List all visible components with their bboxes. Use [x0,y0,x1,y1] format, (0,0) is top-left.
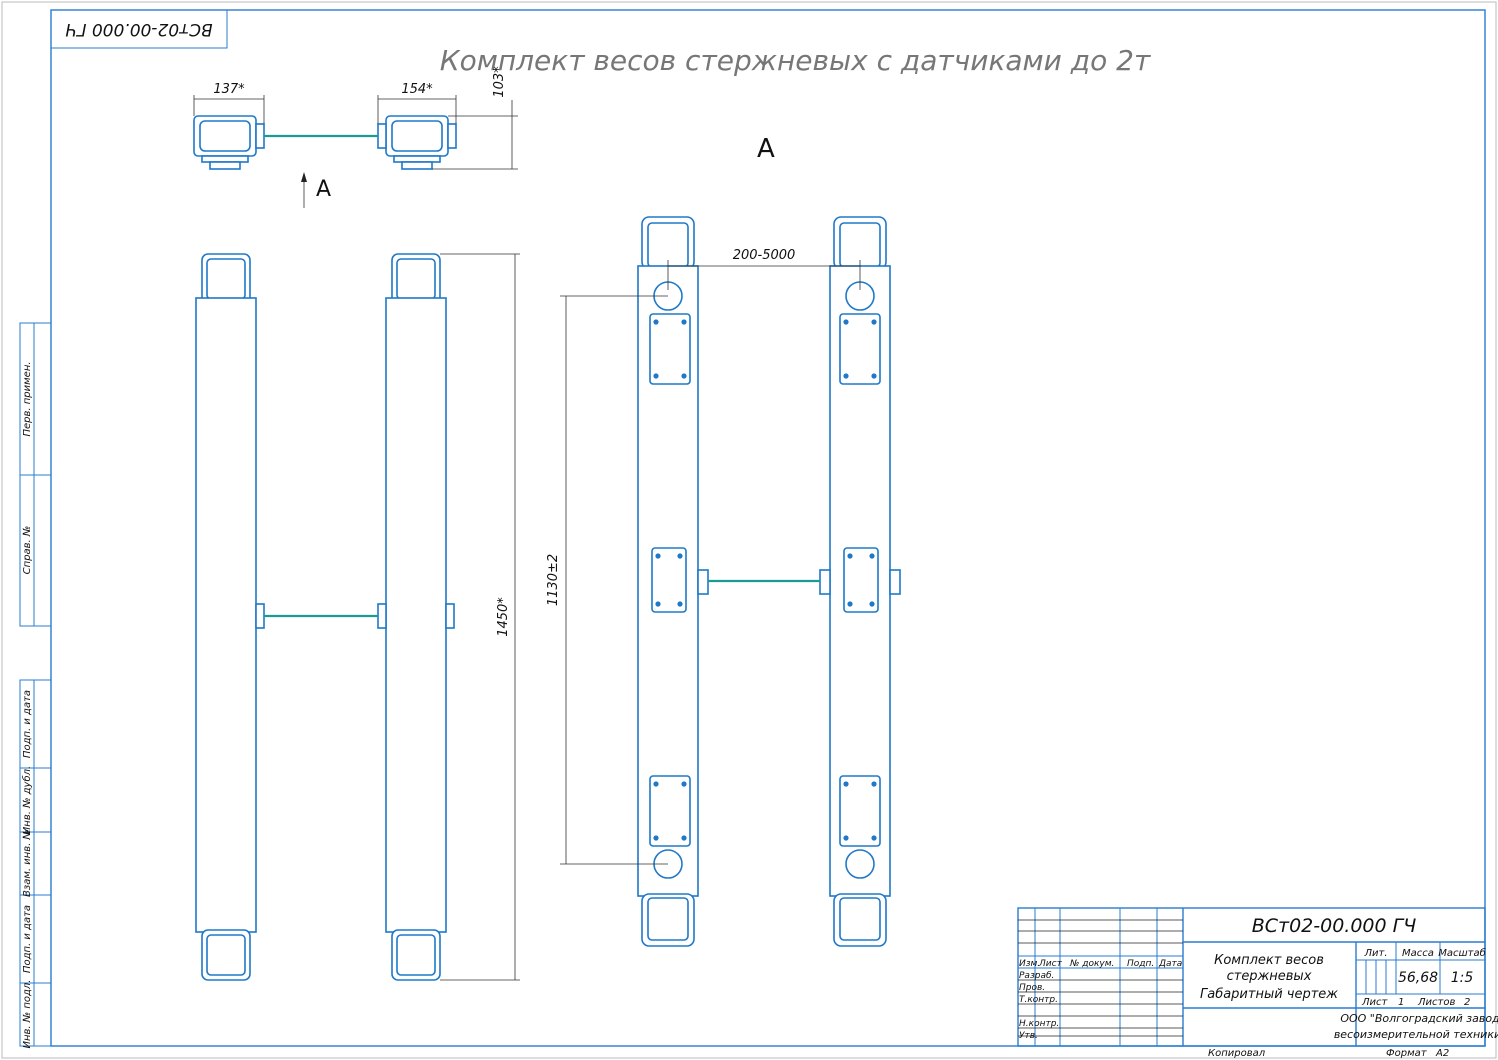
drawing-frame [50,9,1486,1047]
dim-span: 200-5000 [733,248,796,263]
tb-name-1: Комплект весов [1214,953,1324,968]
tb-sheets: 2 [1464,997,1470,1008]
dim-103: 103* [492,66,507,98]
tb-org-2: весоизмерительной техники" [1334,1028,1498,1041]
side-label-sprav: Справ. № [22,526,33,575]
view-label: А [757,134,775,164]
tb-org-1: ООО "Волгоградский завод [1340,1012,1498,1025]
side-label-podp1: Подп. и дата [22,690,33,758]
side-registration-table: Перв. примен. Справ. № Подп. и дата Инв.… [19,322,52,1049]
tb-name-2: стержневых [1227,969,1312,984]
side-label-podp2: Подп. и дата [22,905,33,973]
tb-mass-label: Масса [1402,948,1434,959]
code-stamp: ВСт02-00.000 ГЧ [50,9,228,49]
col-doc: № докум. [1069,959,1114,969]
dim-1130: 1130±2 [546,554,561,606]
view-a: 200-5000 1130±2 [546,216,901,947]
col-list: Лист [1038,959,1063,969]
col-izm: Изм. [1019,959,1040,969]
title-block: Изм. Лист № докум. Подп. Дата Разраб. Пр… [1017,907,1498,1059]
row-prov: Пров. [1019,983,1045,993]
side-label-inv-dubl: Инв. № дубл. [21,766,33,834]
front-view: 1450* [195,253,520,981]
dim-137: 137* [213,82,245,97]
col-date: Дата [1158,959,1182,969]
code-stamp-text: ВСт02-00.000 ГЧ [65,19,213,39]
drawing-title: Комплект весов стержневых с датчиками до… [440,44,1151,77]
tb-scale: 1:5 [1451,970,1474,986]
tb-designation: ВСт02-00.000 ГЧ [1252,915,1417,937]
side-label-inv-podl: Инв. № подл. [22,980,33,1049]
dim-154: 154* [401,82,433,97]
tb-name-3: Габаритный чертеж [1200,987,1338,1002]
row-razrab: Разраб. [1019,971,1054,981]
side-label-perv: Перв. примен. [22,361,33,436]
row-utv: Утв. [1019,1031,1038,1041]
tb-scale-label: Масштаб [1438,947,1486,959]
col-sign: Подп. [1127,959,1154,969]
tb-format: А2 [1435,1048,1449,1059]
end-view: 137* 154* 103* А [193,66,518,208]
tb-format-label: Формат [1386,1048,1428,1059]
tb-sheet-label: Лист [1361,997,1389,1008]
arrow-label: А [316,177,331,202]
row-tkontr: Т.контр. [1019,995,1058,1005]
view-arrow-icon [301,172,307,182]
tb-sheet: 1 [1398,997,1404,1008]
side-label-vzam: Взам. инв. № [22,829,33,897]
tb-mass: 56,68 [1398,970,1438,986]
dim-1450: 1450* [496,597,511,637]
tb-lit-label: Лит. [1363,948,1387,959]
tb-copied: Копировал [1208,1048,1266,1059]
tb-sheets-label: Листов [1417,997,1455,1008]
row-nkontr: Н.контр. [1019,1019,1059,1029]
